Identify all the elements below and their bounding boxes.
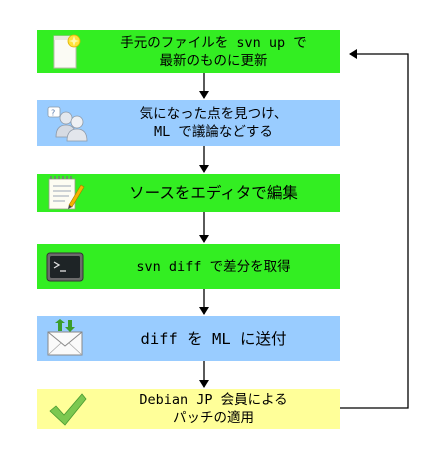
new-file-icon bbox=[53, 34, 81, 68]
step-edit-label: ソースをエディタで編集 bbox=[93, 174, 334, 212]
step-update-box: 手元のファイルを svn up で 最新のものに更新 bbox=[37, 30, 340, 73]
step-send-label: diff を ML に送付 bbox=[93, 316, 334, 361]
step-update-line2: 最新のものに更新 bbox=[159, 52, 268, 69]
step-update-label: 手元のファイルを svn up で 最新のものに更新 bbox=[93, 30, 334, 73]
step-apply-line2: パッチの適用 bbox=[173, 410, 254, 426]
mail-icon bbox=[47, 318, 83, 355]
step-diff-box: svn diff で差分を取得 bbox=[37, 244, 340, 289]
step-apply-label: Debian JP 会員による パッチの適用 bbox=[93, 389, 334, 429]
step-diff-label: svn diff で差分を取得 bbox=[93, 244, 334, 289]
terminal-icon bbox=[46, 252, 84, 281]
step-discuss-line2: ML で議論などする bbox=[154, 124, 273, 140]
step-discuss-label: 気になった点を見つけ、 ML で議論などする bbox=[93, 100, 334, 146]
step-send-line1: diff を ML に送付 bbox=[140, 329, 287, 348]
step-send-box: diff を ML に送付 bbox=[37, 316, 340, 361]
step-edit-box: ソースをエディタで編集 bbox=[37, 174, 340, 212]
checkmark-icon bbox=[49, 393, 87, 426]
step-discuss-box: ? 気になった点を見つけ、 ML で議論などする bbox=[37, 100, 340, 146]
people-discussion-icon: ? bbox=[47, 106, 88, 142]
step-edit-line1: ソースをエディタで編集 bbox=[129, 184, 298, 202]
step-discuss-line1: 気になった点を見つけ、 bbox=[139, 106, 288, 122]
step-update-line1: 手元のファイルを svn up で bbox=[120, 34, 307, 51]
svg-text:?: ? bbox=[51, 109, 55, 118]
step-apply-box: Debian JP 会員による パッチの適用 bbox=[37, 389, 340, 429]
step-apply-line1: Debian JP 会員による bbox=[139, 392, 288, 408]
loop-back-arrow bbox=[340, 49, 409, 409]
step-diff-line1: svn diff で差分を取得 bbox=[136, 258, 291, 275]
notepad-pencil-icon bbox=[48, 176, 85, 210]
